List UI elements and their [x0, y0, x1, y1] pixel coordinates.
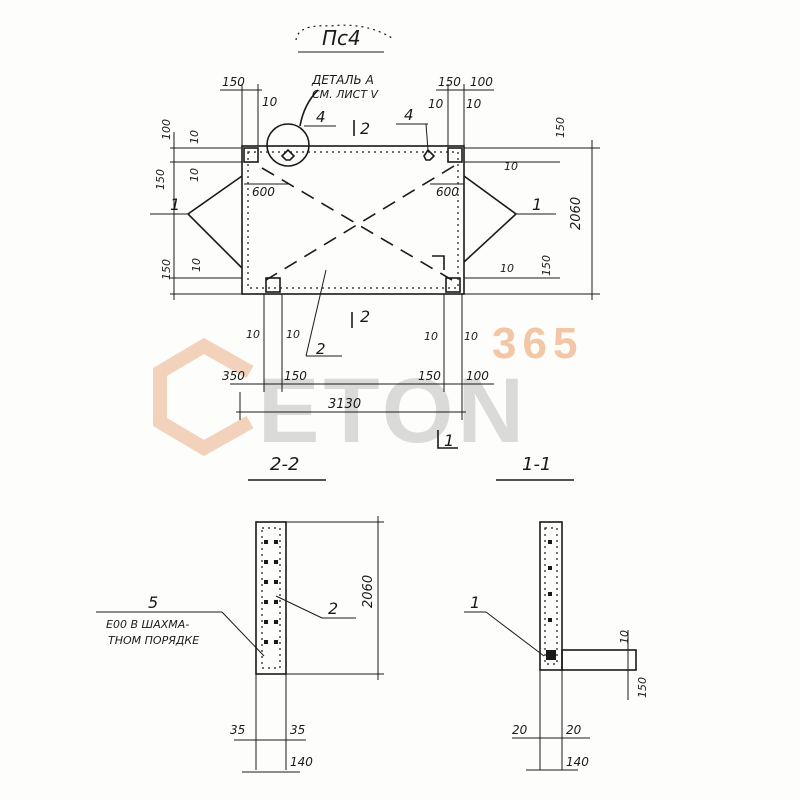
- detail-callout-line-2: СМ. ЛИСТ V: [312, 88, 380, 101]
- dim-left-100: 100: [160, 119, 173, 140]
- section-1-1-wall: [539, 521, 563, 671]
- section-2-2-note-line-2: ТНОМ ПОРЯДКЕ: [108, 634, 199, 647]
- watermark-number: 365: [492, 319, 583, 368]
- panel-inner-outline: [247, 151, 459, 289]
- mark-4-right: 4: [404, 106, 414, 124]
- right-bracket: [463, 175, 518, 263]
- section-1-1-ledge: [561, 649, 637, 671]
- mark-2-label: 2: [316, 340, 326, 358]
- dim-bottom-350: 350: [222, 369, 245, 383]
- dim-bottom-100: 100: [466, 369, 489, 383]
- section-2-top-label: 2: [360, 119, 370, 138]
- brace-diagonal-2: [265, 165, 455, 281]
- section-1-1-mark-1: 1: [470, 593, 480, 612]
- section-2-2-title: 2-2: [270, 454, 299, 475]
- dim-top-right-10a: 10: [428, 97, 444, 111]
- section-2-2-dim-2060: 2060: [361, 575, 376, 608]
- left-bracket: [186, 175, 243, 269]
- section-1-bottom-marker: [437, 430, 458, 449]
- mark-5-leader-b: [221, 611, 265, 657]
- dim-left-bottom-10: 10: [190, 258, 203, 272]
- dim-right-bottom-10: 10: [500, 262, 514, 275]
- corner-loop-top-right: [447, 147, 463, 163]
- dim-bottom-150b: 150: [418, 369, 441, 383]
- dim-bottom-10b: 10: [286, 328, 300, 341]
- dim-top-right-100: 100: [470, 75, 493, 89]
- dim-right-bottom-150: 150: [540, 255, 553, 276]
- watermark: 365 ETON: [153, 319, 583, 462]
- anchor-top-right: [423, 148, 436, 161]
- dim-bottom-10a: 10: [246, 328, 260, 341]
- detail-callout-line-1: ДЕТАЛЬ А: [311, 73, 374, 87]
- dim-bottom-10d: 10: [464, 330, 478, 343]
- dim-left-10a: 10: [188, 130, 201, 144]
- section-2-2: 2-2 5 Е00 В ШАХМА- ТНОМ ПОРЯДКЕ 2 2060 3…: [96, 454, 384, 773]
- mark-1-leader-b: [485, 611, 545, 657]
- plan-title: Пс4: [322, 26, 361, 50]
- dim-left-10b: 10: [188, 168, 201, 182]
- section-1-1-title: 1-1: [522, 454, 551, 475]
- section-1-1-dim-20a: 20: [512, 723, 528, 737]
- dim-bottom-10c: 10: [424, 330, 438, 343]
- mark-4-left: 4: [316, 108, 326, 126]
- mark-2-leader: [305, 269, 327, 357]
- dim-left-bottom-150: 150: [160, 259, 173, 280]
- dim-left-150: 150: [154, 169, 167, 190]
- dim-right-150: 150: [554, 117, 567, 138]
- corner-loop-top-left: [243, 147, 259, 163]
- brace-diagonal-1: [261, 167, 453, 281]
- corner-loop-bottom-right: [445, 277, 461, 293]
- corner-loop-bottom-left: [265, 277, 281, 293]
- watermark-brand: ETON: [258, 360, 528, 462]
- mark-1-right: 1: [532, 195, 542, 214]
- detail-a-circle: [266, 123, 310, 167]
- dim-top-right-10b: 10: [466, 97, 482, 111]
- dim-bottom-3130: 3130: [328, 397, 361, 412]
- section-2-2-dim-35b: 35: [290, 723, 305, 737]
- section-2-2-mark-5: 5: [148, 593, 158, 612]
- dim-600-right: 600: [436, 185, 459, 199]
- section-1-1-dim-150: 150: [636, 677, 649, 698]
- section-2-2-note-line-1: Е00 В ШАХМА-: [106, 618, 189, 631]
- mark-1-left: 1: [170, 195, 180, 214]
- anchor-top-left: [280, 148, 296, 161]
- dim-top-left-10: 10: [262, 95, 278, 109]
- section-1-1-dim-10: 10: [618, 630, 631, 644]
- dim-top-left-150: 150: [222, 75, 245, 89]
- section-2-2-dim-140: 140: [290, 755, 313, 769]
- mark-2-leader-a: [275, 595, 323, 619]
- dim-bottom-150a: 150: [284, 369, 307, 383]
- section-2-2-mark-2: 2: [328, 599, 338, 618]
- dim-right-10: 10: [504, 160, 518, 173]
- panel-outline: [241, 145, 465, 295]
- dim-right-2060: 2060: [569, 197, 584, 230]
- section-2-2-dim-35a: 35: [230, 723, 245, 737]
- section-1-1-dim-20b: 20: [566, 723, 582, 737]
- section-2-bottom-label: 2: [360, 307, 370, 326]
- dim-top-right-150: 150: [438, 75, 461, 89]
- plan-view: Пс4 ДЕТАЛЬ А СМ. ЛИСТ V 4 4 2 2: [150, 24, 600, 450]
- section-2-2-wall: [255, 521, 287, 675]
- section-2-2-rebar: [264, 540, 278, 644]
- section-1-marker: [432, 255, 445, 270]
- section-1-1-rebar: [546, 540, 556, 660]
- dim-600-left: 600: [252, 185, 275, 199]
- mark-1-bottom: 1: [444, 431, 454, 450]
- detail-leader: [299, 89, 319, 127]
- mark-4-right-leader: [425, 123, 429, 151]
- section-1-1: 1-1 1 10 150 20 20 140: [464, 454, 649, 771]
- section-1-1-dim-140: 140: [566, 755, 589, 769]
- section-2-2-inner: [261, 527, 281, 669]
- watermark-logo-hexagon: [153, 337, 254, 457]
- section-1-1-inner: [544, 527, 558, 665]
